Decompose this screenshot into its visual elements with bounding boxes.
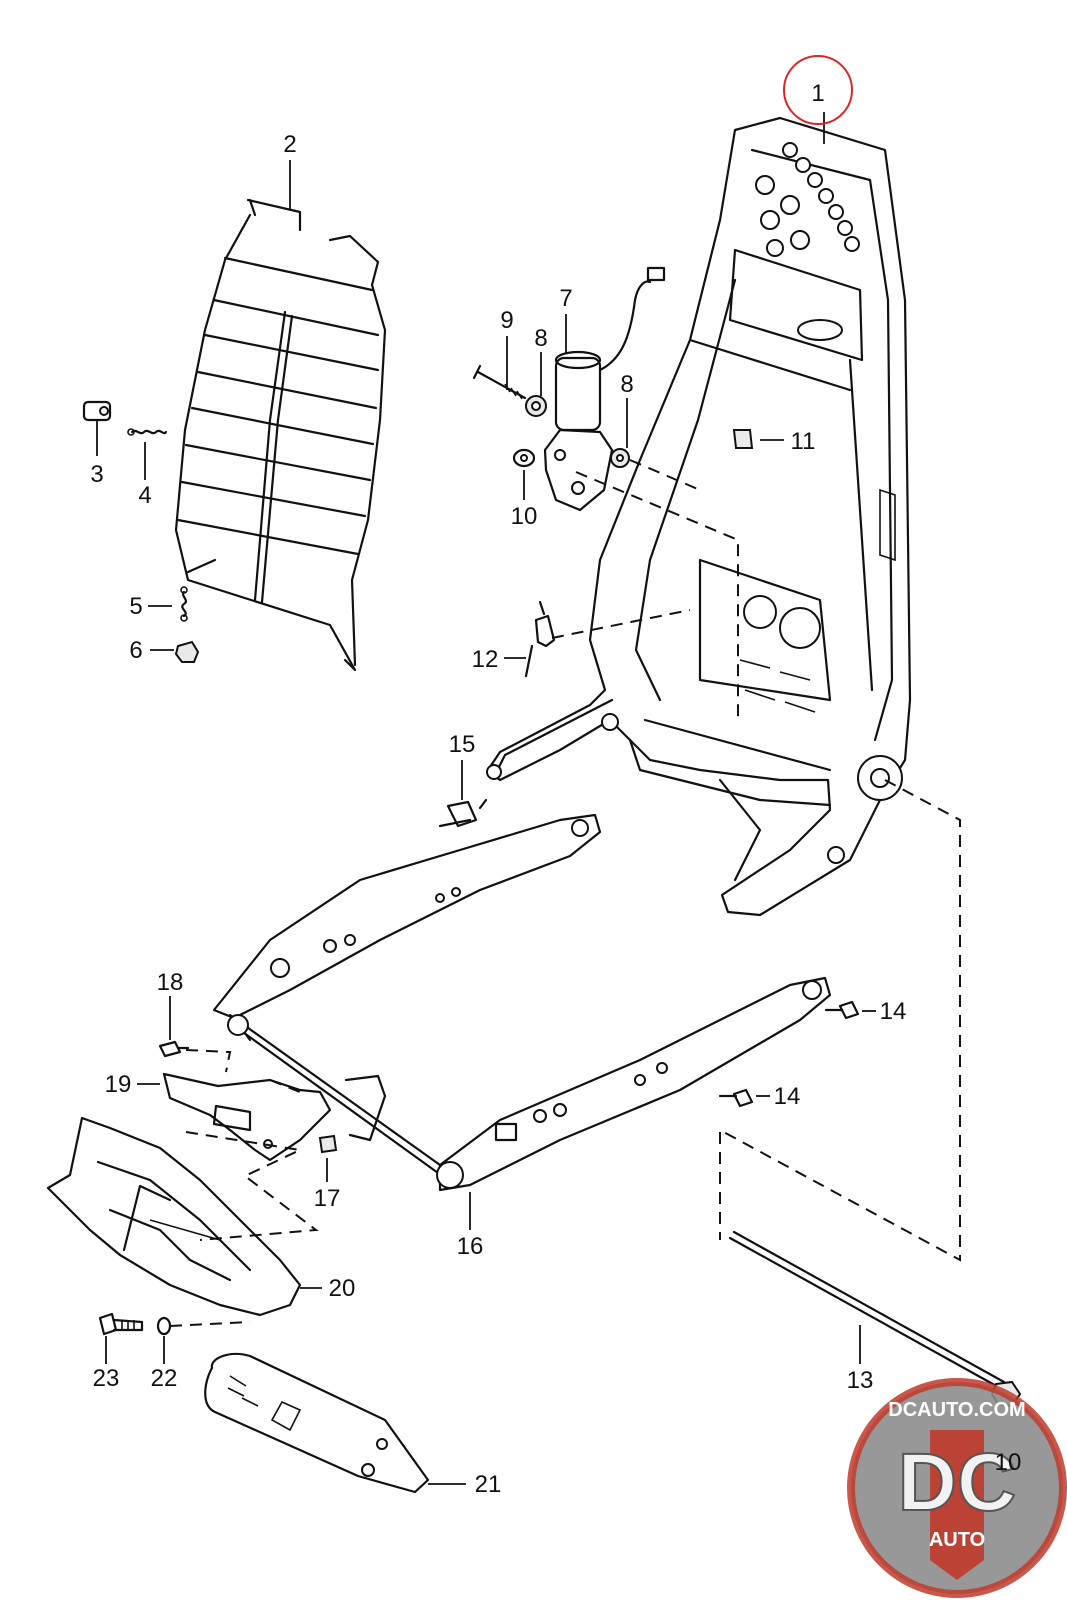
part-labels: 1 2 3 4 5 6 7 8 8 9 10 11 12 13 14 14 15… xyxy=(90,80,906,1498)
label-4: 4 xyxy=(138,482,151,509)
label-2: 2 xyxy=(283,131,296,158)
label-20: 20 xyxy=(329,1275,356,1302)
label-8b: 8 xyxy=(620,371,633,398)
label-10b: 10 xyxy=(995,1449,1022,1476)
clip-part-3 xyxy=(82,400,112,422)
frame-holes xyxy=(743,142,860,649)
label-8a: 8 xyxy=(534,325,547,352)
washer-part-8a xyxy=(525,395,547,417)
label-18: 18 xyxy=(157,969,184,996)
clip-part-11 xyxy=(732,429,754,449)
clip-part-15 xyxy=(438,798,488,828)
label-10a: 10 xyxy=(511,503,538,530)
spring-part-4 xyxy=(127,428,168,436)
bolt-part-23 xyxy=(98,1312,144,1336)
label-22: 22 xyxy=(151,1365,178,1392)
washer-part-22 xyxy=(156,1316,172,1336)
bracket-part-10 xyxy=(512,448,536,468)
assembly-lines xyxy=(169,459,961,1327)
leader-lines xyxy=(96,112,876,1485)
seat-cushion-frame xyxy=(212,813,832,1192)
label-6: 6 xyxy=(129,637,142,664)
dcauto-logo: DCAUTO.COM DC AUTO 10 xyxy=(847,1378,1067,1598)
watermark-top-text: DCAUTO.COM xyxy=(888,1399,1025,1421)
bracket-part-19 xyxy=(162,1072,332,1162)
label-9: 9 xyxy=(500,307,513,334)
label-7: 7 xyxy=(559,285,572,312)
washer-part-8b xyxy=(610,448,630,468)
label-14b: 14 xyxy=(774,1083,801,1110)
screw-part-18 xyxy=(158,1040,190,1058)
label-14a: 14 xyxy=(880,998,907,1025)
switch-part-12 xyxy=(524,600,556,678)
label-11: 11 xyxy=(791,428,816,455)
bolt-part-9 xyxy=(472,364,527,400)
highlight-circle xyxy=(783,55,853,125)
watermark-bottom-text: AUTO xyxy=(929,1529,985,1551)
lumbar-wire-mat xyxy=(174,198,387,672)
label-19: 19 xyxy=(105,1071,132,1098)
cylinder-part-21 xyxy=(204,1352,430,1494)
watermark-logo-text: DC xyxy=(898,1437,1016,1528)
label-5: 5 xyxy=(129,593,142,620)
motor-part-7 xyxy=(543,266,666,512)
side-cover-part-20 xyxy=(46,1116,302,1317)
label-12: 12 xyxy=(472,646,499,673)
spring-part-5 xyxy=(180,586,188,622)
label-1: 1 xyxy=(811,80,824,107)
label-17: 17 xyxy=(314,1185,341,1212)
label-23: 23 xyxy=(93,1365,120,1392)
screw-part-14a xyxy=(824,1000,860,1020)
screw-part-14b xyxy=(718,1088,754,1108)
label-16: 16 xyxy=(457,1233,484,1260)
clip-part-17 xyxy=(318,1134,338,1154)
label-13: 13 xyxy=(847,1367,874,1394)
label-15: 15 xyxy=(449,731,476,758)
label-3: 3 xyxy=(90,461,103,488)
nut-part-6 xyxy=(174,640,200,663)
seatback-frame xyxy=(486,116,912,917)
label-21: 21 xyxy=(475,1471,502,1498)
